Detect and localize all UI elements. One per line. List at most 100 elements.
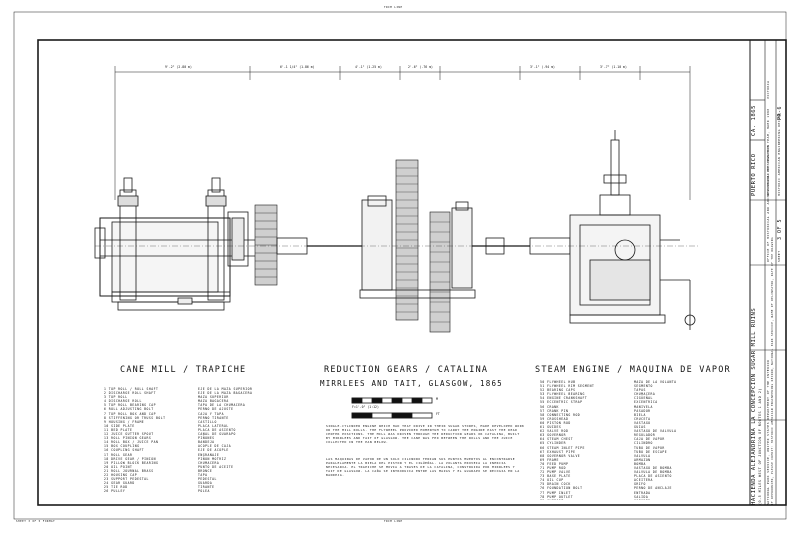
legend-item-spanish: ENGRANAJE [198,452,220,457]
legend-item: 62 VALVE ROD [540,429,569,434]
legend-item: 21 ROLL JOURNAL BRASS [104,468,154,473]
legend-item: 58 CONNECTING ROD [540,412,581,417]
legend-item-spanish: BRONCE [198,468,213,473]
legend-item: 13 ROLL PINION GEARS [104,436,152,441]
legend-item-spanish: CILINDRO [634,441,653,446]
dimension-3: 4'-1" (1.25 m) [355,65,382,69]
legend-item: 9 HOUSING / FRAME [104,419,145,424]
legend-item-spanish: VASTAGO DE VALVULA [634,429,677,434]
legend-item-spanish: TIRANTE [198,485,215,490]
legend-item-spanish: EJE DE LA MAZA BAGACERA [198,391,253,396]
legend-item-spanish: PLACA DE ASIENTO [198,427,236,432]
legend-item-spanish: SALIDA [634,494,649,499]
title-block-office: OFFICE OF HISTORICAL AND ARCHITECTURAL P… [766,144,770,262]
description-english: SINGLE-CYLINDER ENGINE WHICH HAD THAT DR… [326,424,525,444]
legend-item-spanish: MANIVELA [634,404,653,409]
legend-item: 55 ECCENTRIC STRAP [540,400,583,405]
legend-item-spanish: GRIFO [634,482,646,487]
title-block-subtitle: (0.5 MILES WEST OF JUNCTION OF ROUTES 1 … [758,388,762,505]
dimension-chain [114,66,691,200]
title-block-agency: NATIONAL PARK SERVICE, UNITED STATES DEP… [766,359,770,505]
legend-item-spanish: PERNO DE ANCLAJE [634,486,672,491]
legend-item: 1 TOP ROLL / ROLL SHAFT [104,387,159,391]
cane-mill-title: CANE MILL / TRAPICHE [120,365,247,375]
legend-item-spanish: ENTRADA [634,490,651,495]
legend-item: 63 GOVERNOR [540,433,566,438]
maker-title: MIRRLEES AND TAIT, GLASGOW, 1865 [320,379,503,388]
corner-note: SHEET 3 OF 5 FORMAT [16,520,56,523]
reduction-gears-drawing [359,159,530,333]
legend-item-spanish: CAJA Y TAPA [198,411,224,416]
legend-item-spanish: CRUCETA [634,416,651,421]
title-block-sheet-label: SHEET [777,250,781,262]
legend-item-spanish: BANDEJA [198,440,215,445]
legend-item: 4 DISCHARGE ROLL [104,399,142,404]
legend-item-spanish: PIÑONES [198,436,215,441]
legend-item-spanish: GUARDA [198,481,213,486]
legend-item-spanish: CHUMACERA [198,460,220,465]
dimension-6: 3'-7" (1.10 m) [600,65,627,69]
legend-item-spanish: ACEITERA [634,478,653,483]
legend-item-spanish: VASTAGO [634,420,651,425]
legend-item-spanish: TUBO DE ESCAPE [634,449,668,454]
legend-item: 52 BEARING CAPS [540,388,576,393]
trim-label-top: TRIM LINE [384,6,403,9]
description-spanish: LAS MAQUINAS DE VAPOR DE UN SOLO CILINDR… [326,457,520,477]
cane-mill-drawing [94,177,362,311]
legend-item-spanish: CASTILLO [198,419,217,424]
legend-item-spanish: TAPA DE LA CHUMACERA [198,403,246,408]
legend-item: 5 TOP ROLL BEARING CAP [104,403,156,408]
legend-item: 17 ROLL GEAR [104,452,133,457]
legend-item-spanish: CHUMACERA [634,392,656,397]
scale-feet-label: F=1'-0" (1:12) [352,405,379,409]
legend-item-spanish: PLACA LATERAL [198,423,229,428]
legend-item: 19 PILLOW BLOCK BEARING [104,460,159,465]
legend-item: 7 TOP ROLL BOX AND CAP [104,411,156,416]
legend-item-spanish: SOPORTE [634,499,734,500]
legend-item: 74 OIL CUP [540,478,564,483]
legend-item: 16 COUPLING SHAFT [104,448,145,453]
legend-item-spanish: PERNO TIRANTE [198,415,229,420]
dimension-1: 9'-2" (2.80 m) [165,65,192,69]
dimension-2: 6'-1 1/4" (1.86 m) [280,65,315,69]
legend-item: 60 PISTON ROD [540,420,571,425]
legend-item: 10 SIDE PLATE [104,423,135,428]
legend-item: 15 BOX COUPLING [104,444,140,449]
legend-item: 64 STEAM CHEST [540,437,574,442]
legend-item: 70 FEED PUMP [540,461,569,466]
legend-item: 57 CRANK PIN [540,408,569,413]
legend-item: 72 PUMP VALVE [540,470,571,475]
legend-item: 20 OIL POINT [104,464,133,469]
title-block-date: CA. 1865 [751,105,757,136]
legend-item: 24 GEAR GUARD [104,481,135,486]
legend-item: 18 DRIVE GEAR / PINION [104,456,156,461]
legend-item: 75 DRAIN COCK [540,482,571,487]
legend-item-spanish: VALVULA DE BOMBA [634,470,672,475]
legend-item: 71 PUMP ROD [540,465,566,470]
legend-item-spanish: CIGÜEÑAL [634,396,653,401]
title-block-note: IF REPRODUCED, PLEASE CREDIT: HISTORIC A… [771,236,774,505]
legend-item-spanish: BIELA [634,412,646,417]
legend-item: 50 FLYWHEEL HUB [540,380,576,384]
legend-item: 61 GUIDES [540,425,562,430]
legend-item-spanish: REGULADOR [634,433,656,438]
legend-item-spanish: MAZA SUPERIOR [198,395,229,400]
scale-feet-unit: FT [436,412,440,416]
legend-item: 22 HOUSING CAP [104,472,138,477]
legend-item: 73 BASE PLATE [540,474,571,479]
legend-item: 12 JUICE GUTTER SPOUT [104,432,154,437]
legend-item: 76 FOUNDATION BOLT [540,486,583,491]
legend-item: 53 FLYWHEEL BEARING [540,392,585,397]
legend-item-spanish: EXCENTRICA [634,400,658,405]
title-block-county: VICTORIA [766,80,770,99]
legend-item: 56 CRANK [540,404,559,409]
legend-item-spanish: TAPA [198,472,208,477]
legend-item-spanish: MAZA DE LA VOLANTA [634,380,677,384]
legend-item: 67 EXHAUST PIPE [540,449,576,454]
title-block-record-number: PR-6 [777,105,783,120]
legend-item-spanish: PLACA DE ASIENTO [634,474,672,479]
